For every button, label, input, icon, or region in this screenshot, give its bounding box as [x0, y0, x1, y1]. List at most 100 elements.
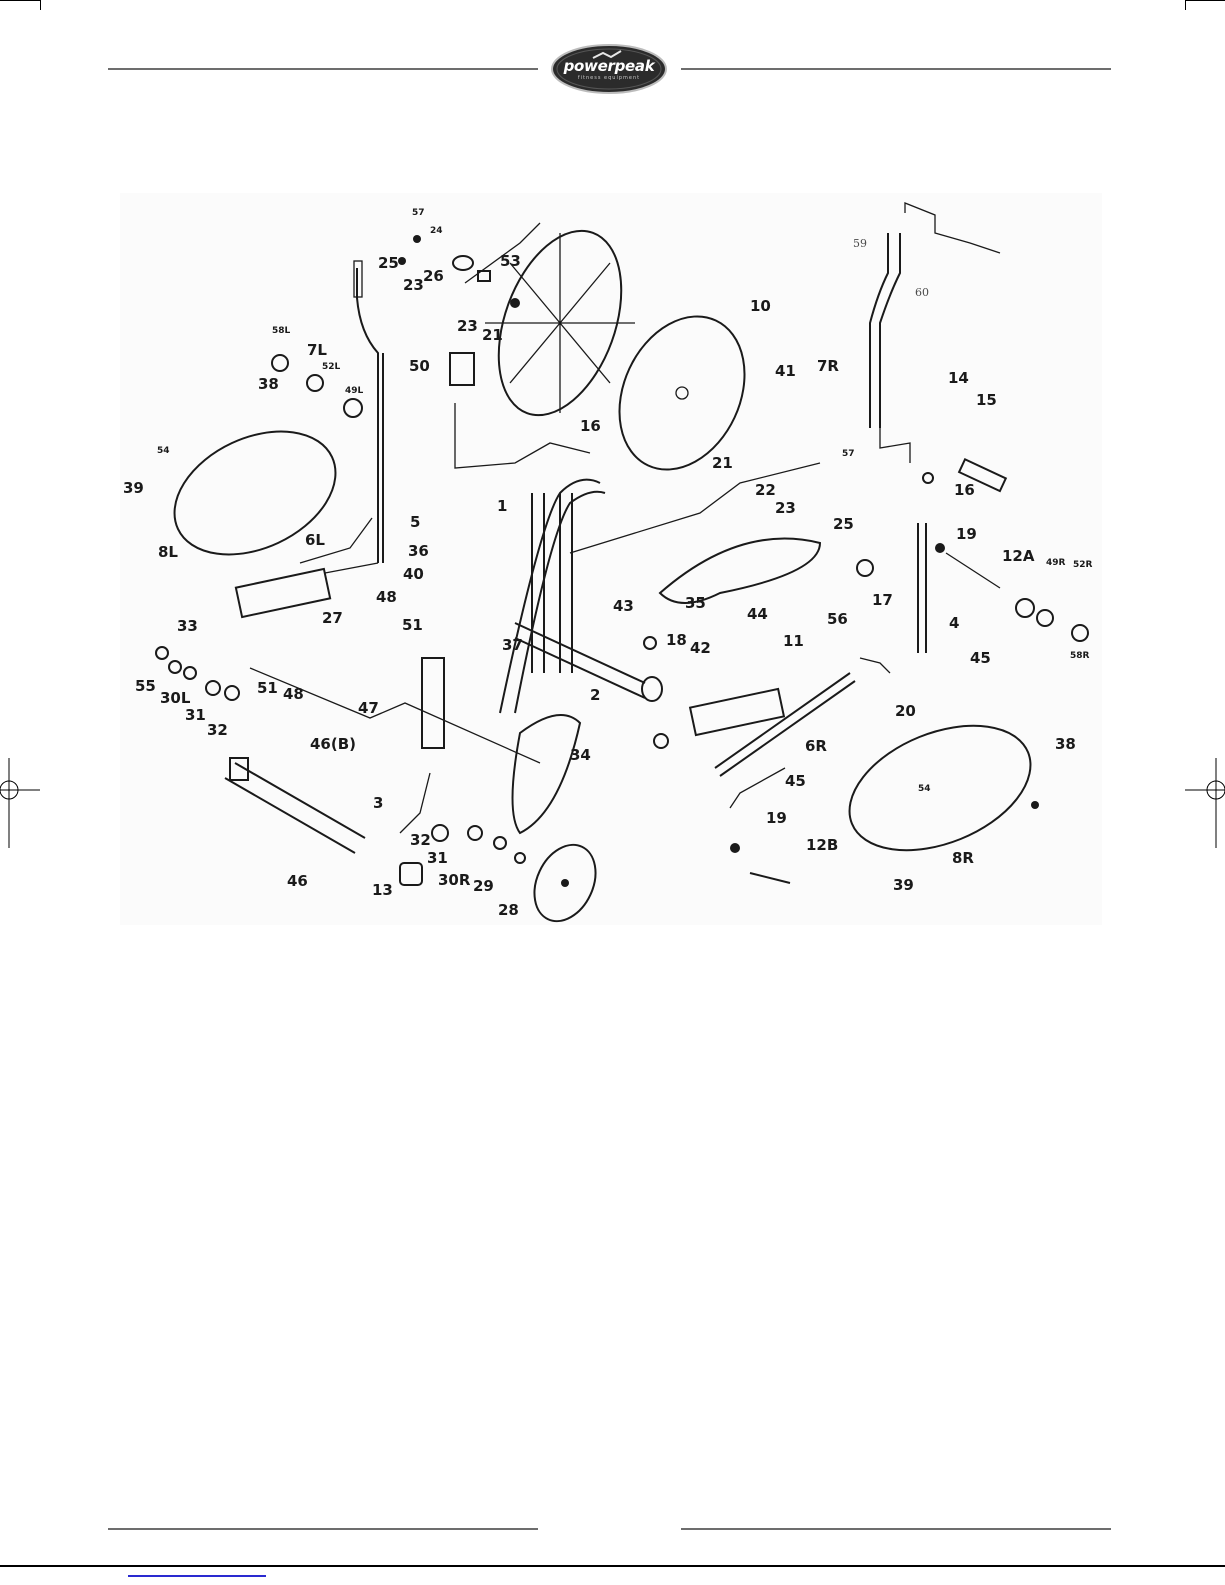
label-11: 11	[783, 632, 804, 650]
label-34: 34	[570, 746, 591, 764]
label-37: 37	[502, 636, 523, 654]
leader-line-6R	[730, 768, 785, 808]
bolt-12B-drawing	[750, 873, 790, 883]
label-52R: 52R	[1073, 560, 1093, 570]
front-end-cap	[642, 677, 662, 701]
chain-cover-8L-drawing	[155, 407, 356, 579]
knob-58R-drawing	[1072, 625, 1088, 641]
brand-logo: powerpeak fitness equipment	[551, 44, 667, 94]
cap-17-drawing	[857, 560, 873, 576]
label-15: 15	[976, 391, 997, 409]
label-12A: 12A	[1002, 547, 1035, 565]
washer-19-drawing	[935, 543, 945, 553]
label-49L: 49L	[345, 386, 364, 396]
label-39-left: 39	[123, 479, 144, 497]
label-8R: 8R	[952, 849, 974, 867]
upper-handlebar-left-drawing	[357, 268, 378, 563]
label-41: 41	[775, 362, 796, 380]
leader-line-right-handle	[880, 428, 910, 463]
label-60: 60	[915, 286, 929, 299]
label-44: 44	[747, 605, 768, 623]
bearing-30L-drawing	[184, 667, 196, 679]
label-23-top: 23	[403, 276, 424, 294]
label-2: 2	[590, 686, 600, 704]
label-23-mid: 23	[457, 317, 478, 335]
parts-diagram-drawing: 57 24 25 53 23 26 23 21 10 59 60 7L 58L …	[120, 193, 1102, 925]
footer-rule-left	[108, 1528, 538, 1530]
label-6R: 6R	[805, 737, 827, 755]
cap-32-drawing	[225, 686, 239, 700]
label-39-right: 39	[893, 876, 914, 894]
bushing-49R-drawing	[1016, 599, 1034, 617]
label-47: 47	[358, 699, 379, 717]
label-7R: 7R	[817, 357, 839, 375]
label-54-right: 54	[918, 784, 931, 794]
label-6L: 6L	[305, 531, 325, 549]
label-48-top: 48	[376, 588, 397, 606]
label-23-right: 23	[775, 499, 796, 517]
pedal-right-11-drawing	[690, 689, 784, 735]
header-rule-left	[108, 68, 538, 70]
nut-21-drawing	[510, 298, 520, 308]
lower-handlebar-right-drawing	[918, 523, 926, 653]
cap-52R-drawing	[1037, 610, 1053, 626]
label-36: 36	[408, 542, 429, 560]
registration-mark-left-icon	[0, 758, 40, 848]
label-1: 1	[497, 497, 507, 515]
label-4: 4	[949, 614, 959, 632]
cap-32-bottom	[432, 825, 448, 841]
nut-25-drawing	[398, 257, 406, 265]
label-16-top: 16	[580, 417, 601, 435]
label-22: 22	[755, 481, 776, 499]
bushing-18-drawing	[644, 637, 656, 649]
header-rule-right	[681, 68, 1111, 70]
label-45-bottom: 45	[785, 772, 806, 790]
registration-mark-right-icon	[1185, 758, 1225, 848]
end-cap-13-drawing	[400, 863, 422, 885]
cap-52L-drawing	[307, 375, 323, 391]
crop-mark-top-left	[0, 0, 40, 1]
label-58R: 58R	[1070, 651, 1090, 661]
bearing-26-drawing	[453, 256, 473, 270]
crop-mark-top-left-vertical	[40, 0, 41, 10]
label-51-bottom: 51	[257, 679, 278, 697]
label-32-bottom: 32	[410, 831, 431, 849]
label-18: 18	[666, 631, 687, 649]
logo-tagline: fitness equipment	[551, 75, 667, 81]
exploded-parts-diagram: 57 24 25 53 23 26 23 21 10 59 60 7L 58L …	[120, 193, 1102, 925]
rear-stabilizer-3-drawing	[225, 763, 365, 853]
label-49R: 49R	[1046, 558, 1066, 568]
washer-55-drawing	[169, 661, 181, 673]
bearing-31-drawing	[206, 681, 220, 695]
label-16-right: 16	[954, 481, 975, 499]
leader-line-top-right	[905, 203, 1000, 253]
label-12B: 12B	[806, 836, 838, 854]
label-28: 28	[498, 901, 519, 919]
computer-50-drawing	[450, 353, 474, 385]
belt-guard-35-drawing	[660, 539, 820, 603]
label-33: 33	[177, 617, 198, 635]
end-cap-6R	[654, 734, 668, 748]
label-46B: 46(B)	[310, 735, 356, 753]
label-38-right: 38	[1055, 735, 1076, 753]
footer-link-underline[interactable]	[128, 1575, 266, 1577]
chain-cover-8R-drawing	[831, 701, 1048, 874]
label-27: 27	[322, 609, 343, 627]
label-54-left: 54	[157, 446, 170, 456]
crop-mark-top-right-vertical	[1185, 0, 1186, 10]
label-51-top: 51	[402, 616, 423, 634]
washer-24-drawing	[413, 235, 421, 243]
label-29: 29	[473, 877, 494, 895]
label-35: 35	[685, 594, 706, 612]
label-55: 55	[135, 677, 156, 695]
label-25-top: 25	[378, 254, 399, 272]
label-57-top: 57	[412, 208, 425, 218]
label-19-right: 19	[956, 525, 977, 543]
label-32-left: 32	[207, 721, 228, 739]
label-30R: 30R	[438, 871, 471, 889]
front-stabilizer-drawing	[515, 623, 645, 698]
leader-line-center-bottom	[400, 773, 430, 833]
computer-cable-drawing	[455, 403, 590, 468]
crop-mark-top-right	[1185, 0, 1225, 1]
